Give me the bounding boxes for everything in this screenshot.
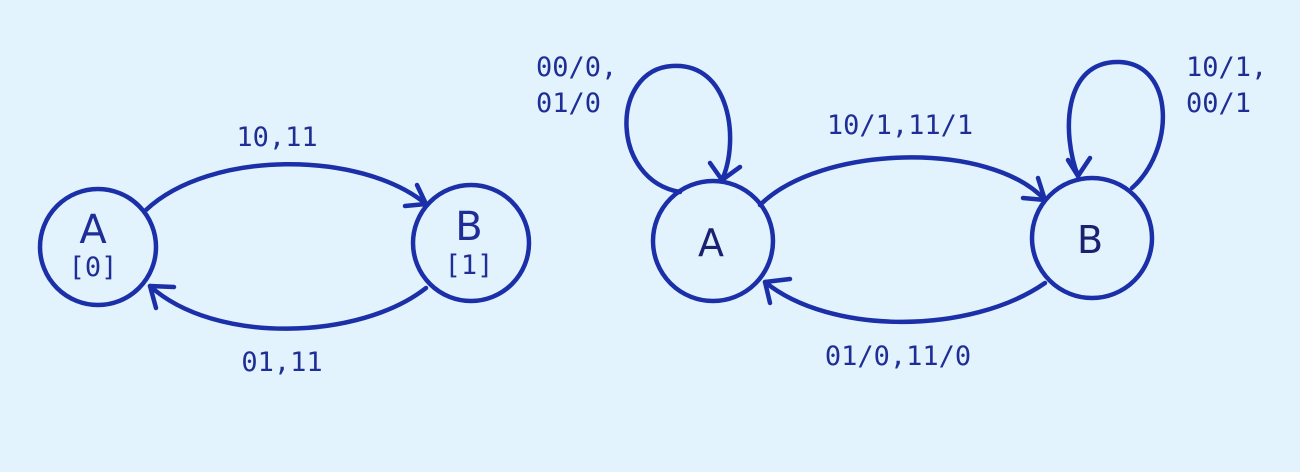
mealy-edge-a-to-b-line: [757, 155, 1048, 208]
mealy-self-loop-b-line: [1066, 59, 1166, 191]
moore-state-b-output: [1]: [445, 250, 494, 281]
moore-state-b-name: B: [455, 204, 482, 250]
mealy-state-b-circle: [1029, 175, 1155, 301]
mealy-self-loop-b-arrowhead: [1065, 155, 1093, 179]
mealy-self-loop-b: 10/1, 00/1: [1065, 52, 1267, 191]
mealy-edge-a-to-b-label: 10/1,11/1: [827, 110, 973, 141]
mealy-state-a: A: [650, 178, 776, 304]
mealy-state-b-name: B: [1077, 218, 1103, 262]
mealy-state-b: B: [1029, 175, 1155, 301]
mealy-state-a-circle: [650, 178, 776, 304]
moore-edge-b-to-a: 01,11: [147, 283, 429, 378]
moore-state-b: B [1]: [410, 182, 532, 304]
moore-state-a-circle: [37, 186, 159, 308]
mealy-edge-b-to-a-label: 01/0,11/0: [825, 341, 971, 372]
moore-state-a: A [0]: [37, 186, 159, 308]
moore-edge-a-to-b-label: 10,11: [236, 122, 317, 153]
moore-machine: A [0] B [1] 10,11 01,11: [37, 122, 532, 378]
moore-edge-a-to-b-line: [143, 162, 429, 213]
mealy-edge-a-to-b-arrowhead: [1020, 175, 1048, 203]
mealy-self-loop-a-label-line2: 01/0: [536, 88, 601, 119]
mealy-state-a-name: A: [698, 221, 724, 265]
mealy-self-loop-b-label-line2: 00/1: [1186, 88, 1251, 119]
moore-edge-b-to-a-line: [147, 283, 429, 331]
mealy-edge-b-to-a-line: [762, 279, 1048, 325]
mealy-self-loop-a-line: [624, 63, 733, 195]
mealy-self-loop-a: 00/0, 01/0: [536, 52, 743, 195]
moore-edge-a-to-b: 10,11: [143, 122, 429, 213]
mealy-self-loop-a-arrowhead: [707, 160, 743, 183]
mealy-machine: A B 00/0, 01/0 10/1, 00/1 10/1,11/1 01/0: [536, 52, 1267, 372]
mealy-edge-b-to-a: 01/0,11/0: [762, 276, 1048, 372]
mealy-self-loop-b-label-line1: 10/1,: [1186, 52, 1267, 83]
moore-edge-b-to-a-label: 01,11: [241, 347, 322, 378]
mealy-edge-b-to-a-arrowhead: [762, 276, 793, 306]
moore-state-b-circle: [410, 182, 532, 304]
mealy-self-loop-a-label-line1: 00/0,: [536, 52, 617, 83]
mealy-edge-a-to-b: 10/1,11/1: [757, 110, 1048, 208]
moore-state-a-name: A: [79, 207, 107, 253]
moore-edge-a-to-b-arrowhead: [402, 182, 429, 209]
moore-edge-b-to-a-arrowhead: [147, 283, 177, 311]
moore-state-a-output: [0]: [69, 252, 118, 283]
